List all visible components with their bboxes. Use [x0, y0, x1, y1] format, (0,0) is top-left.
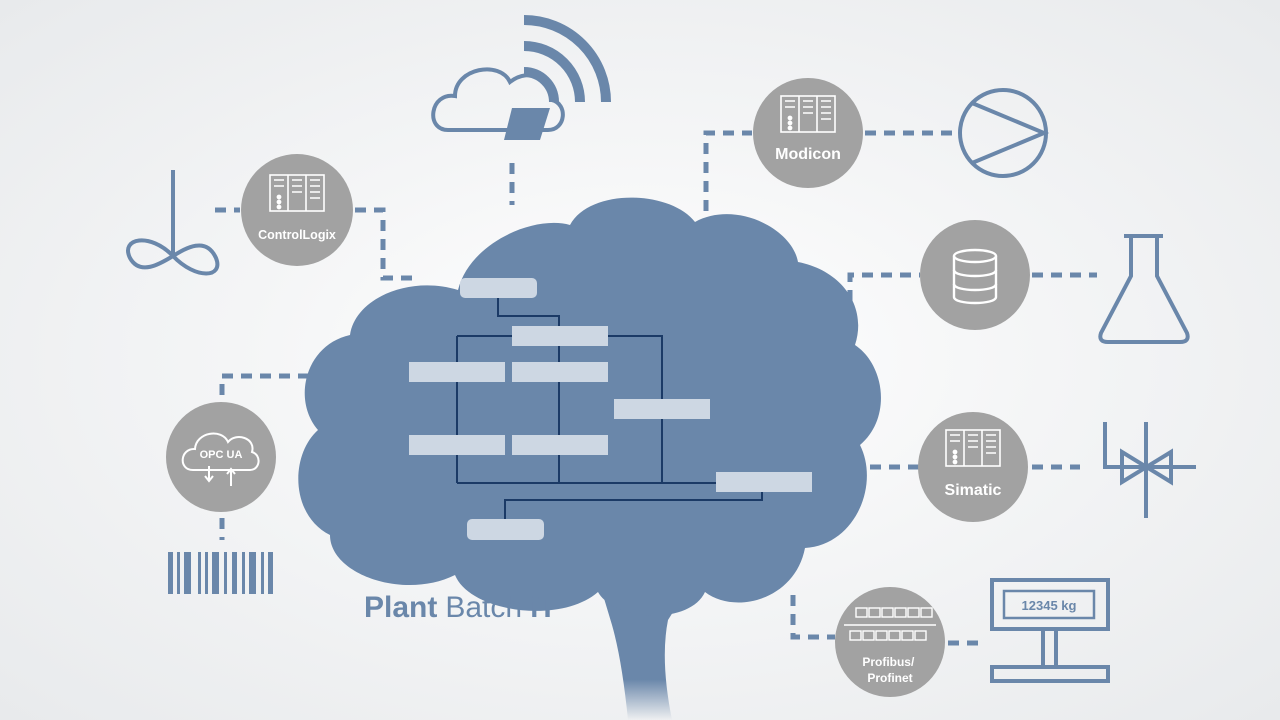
controllogix-node: ControlLogix [241, 154, 353, 266]
flow-box [409, 362, 505, 382]
controllogix-label: ControlLogix [258, 228, 336, 242]
plc-icon [945, 429, 1001, 467]
modicon-node: Modicon [753, 78, 863, 188]
modicon-label: Modicon [775, 146, 841, 163]
flow-box [512, 435, 608, 455]
pump-icon [958, 88, 1050, 178]
opcua-label: OPC UA [200, 449, 243, 461]
database-node [920, 220, 1030, 330]
barcode-icon [168, 552, 273, 594]
simatic-label: Simatic [945, 482, 1002, 499]
scale-display-value: 12345 kg [1022, 598, 1077, 613]
flask-icon [1098, 234, 1190, 344]
database-icon [952, 248, 998, 305]
profibus-label: Profibus/ Profinet [862, 655, 917, 685]
flow-box [614, 399, 710, 419]
flow-box [512, 326, 608, 346]
opc-ua-cloud-icon [181, 432, 260, 486]
brand-part-it: iT [530, 591, 557, 624]
weighing-scale-icon: 12345 kg [990, 578, 1110, 683]
opcua-node: OPC UA [166, 402, 276, 512]
simatic-node: Simatic [918, 412, 1028, 522]
flow-box [467, 519, 544, 540]
flow-box [716, 472, 812, 492]
profibus-node: Profibus/ Profinet [835, 587, 945, 697]
cloud-wifi-icon [431, 15, 611, 140]
agitator-icon [126, 170, 220, 276]
brand-part-plant: Plant [364, 591, 437, 624]
plc-icon [780, 95, 836, 133]
valve-icon [1103, 422, 1196, 518]
flow-box [512, 362, 608, 382]
flow-box [409, 435, 505, 455]
profibus-label-line1: Profibus/ [862, 655, 915, 669]
flowchart-boxes [409, 278, 812, 540]
network-icon [844, 607, 936, 641]
plc-icon [269, 174, 325, 212]
flow-box [460, 278, 537, 298]
brand-part-batch: Batch [445, 591, 522, 624]
connector-lines [215, 130, 1097, 646]
profibus-label-line2: Profinet [867, 671, 912, 685]
brain-icon [298, 197, 881, 720]
